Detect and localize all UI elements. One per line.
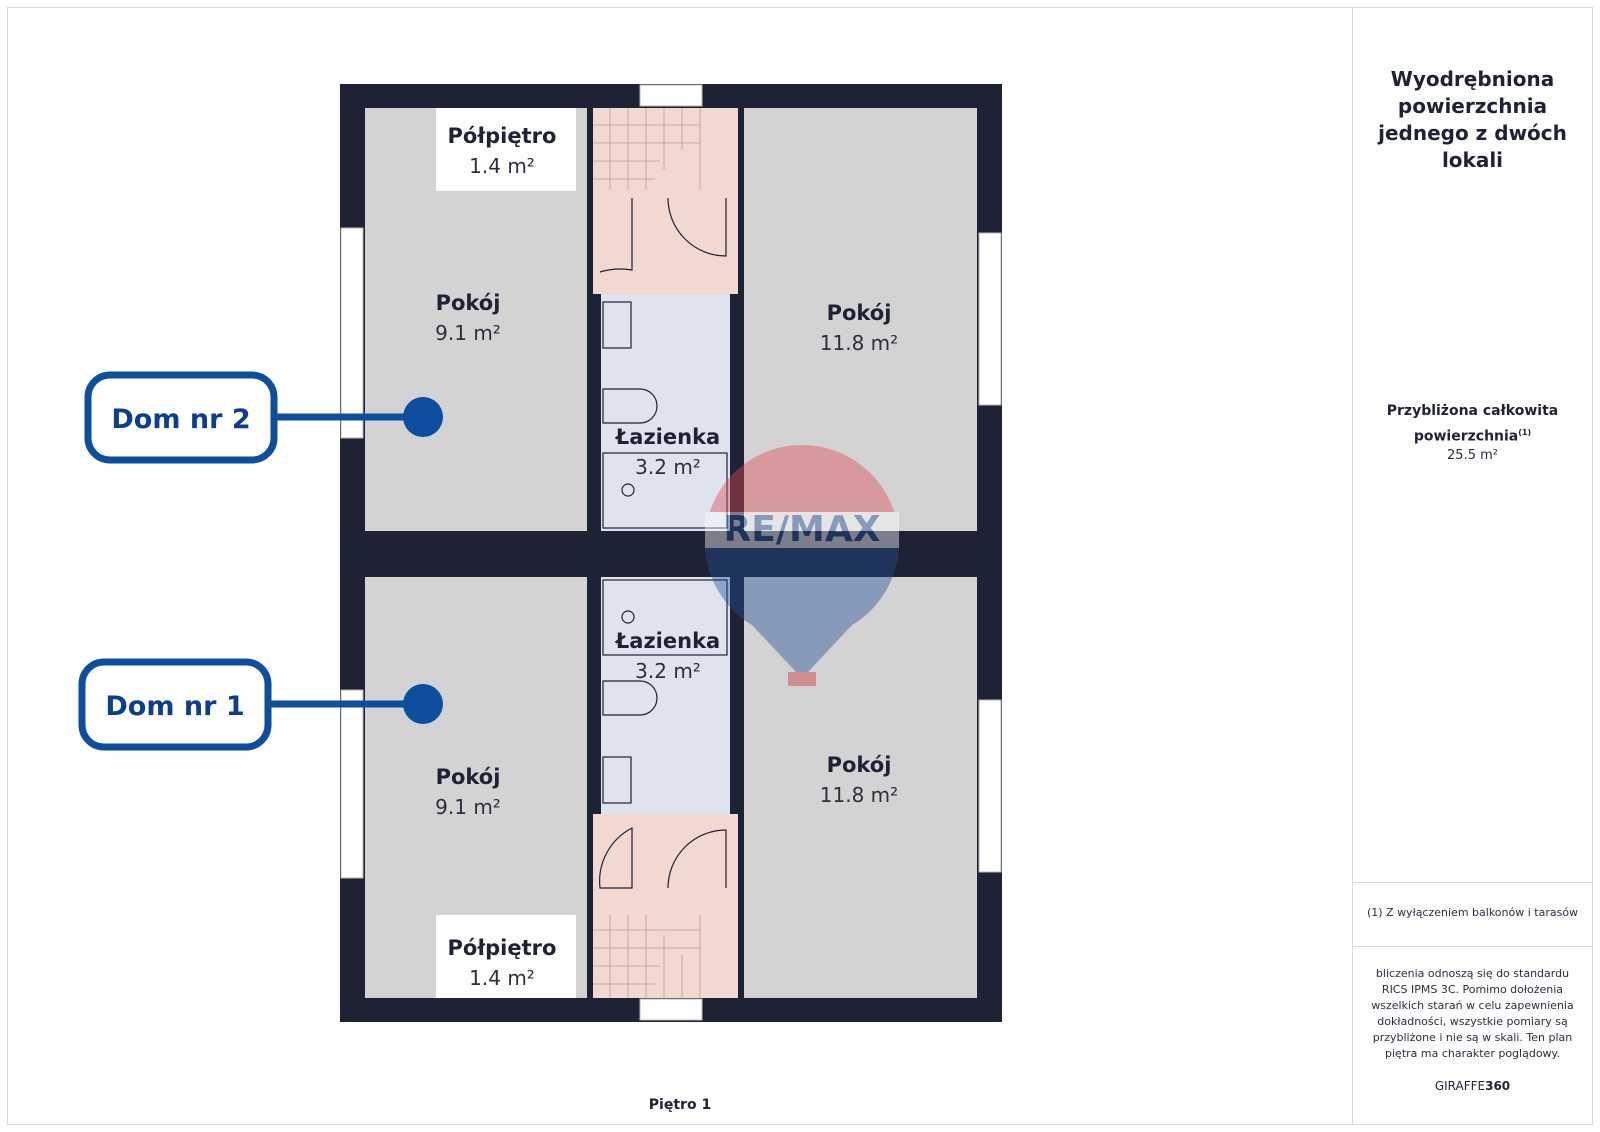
room-polpietro-top-floor — [436, 108, 576, 191]
remax-watermark: RE/MAX — [705, 445, 899, 686]
room-label-area: 3.2 m² — [635, 659, 701, 683]
room-label-name: Półpiętro — [448, 936, 557, 960]
room-label-area: 9.1 m² — [435, 321, 501, 345]
room-pokoj-top-right-floor — [744, 108, 977, 531]
brand-text: GIRAFFE — [1434, 1079, 1486, 1093]
room-label-name: Pokój — [436, 291, 501, 315]
floor-plan: RE/MAX Półpiętro 1.4 m² Pokój 9.1 m² Pok… — [78, 84, 1002, 1022]
stairs-top-floor — [593, 108, 738, 294]
room-label-area: 11.8 m² — [820, 783, 898, 807]
room-label-name: Łazienka — [615, 629, 720, 653]
total-area-value: 25.5 m² — [1447, 448, 1498, 463]
panel-divider — [1353, 882, 1593, 883]
room-label-name: Łazienka — [615, 425, 720, 449]
room-label-name: Półpiętro — [448, 124, 557, 148]
door-swings — [599, 197, 727, 889]
room-label-area: 9.1 m² — [435, 795, 501, 819]
room-label-name: Pokój — [827, 753, 892, 777]
callout-dom-nr-1: Dom nr 1 — [78, 658, 443, 751]
bathroom-top-floor — [601, 294, 730, 531]
disclaimer-text: bliczenia odnoszą się do standardu RICS … — [1371, 967, 1574, 1060]
room-polpietro-bottom-floor — [436, 915, 576, 998]
total-area-label-text: Przybliżona całkowita powierzchnia — [1386, 403, 1559, 445]
footnote-text: (1) Z wyłączeniem balkonów i tarasów — [1366, 906, 1579, 919]
room-label-area: 11.8 m² — [820, 331, 898, 355]
stair-treads-top — [593, 108, 701, 190]
windows — [340, 84, 1002, 1021]
callout-label: Dom nr 1 — [105, 691, 244, 722]
stairs-bottom-floor — [593, 814, 738, 998]
panel-title: Wyodrębniona powierzchnia jednego z dwóc… — [1378, 67, 1567, 172]
footnote-marker: (1) — [1518, 428, 1532, 437]
panel-divider — [1353, 946, 1593, 947]
info-panel — [1352, 7, 1593, 1125]
bathroom-bottom-floor — [601, 577, 730, 814]
brand-number: 360 — [1485, 1079, 1511, 1093]
stair-treads-bottom — [593, 915, 701, 998]
room-label-area: 1.4 m² — [469, 966, 535, 990]
watermark-text: RE/MAX — [724, 509, 881, 550]
room-label-name: Pokój — [436, 765, 501, 789]
room-label-area: 3.2 m² — [635, 455, 701, 479]
callout-dom-nr-2: Dom nr 2 — [84, 371, 443, 464]
bathroom-fixtures — [602, 301, 728, 804]
floor-label: Piętro 1 — [648, 1097, 712, 1113]
total-area-label: Przybliżona całkowita powierzchnia(1) — [1360, 400, 1585, 448]
room-label-name: Pokój — [827, 301, 892, 325]
brand-logo: GIRAFFE360 — [1360, 1079, 1585, 1093]
room-label-area: 1.4 m² — [469, 154, 535, 178]
callout-label: Dom nr 2 — [111, 404, 250, 435]
room-pokoj-bottom-right-floor — [744, 577, 977, 998]
page-frame — [7, 7, 1593, 1125]
